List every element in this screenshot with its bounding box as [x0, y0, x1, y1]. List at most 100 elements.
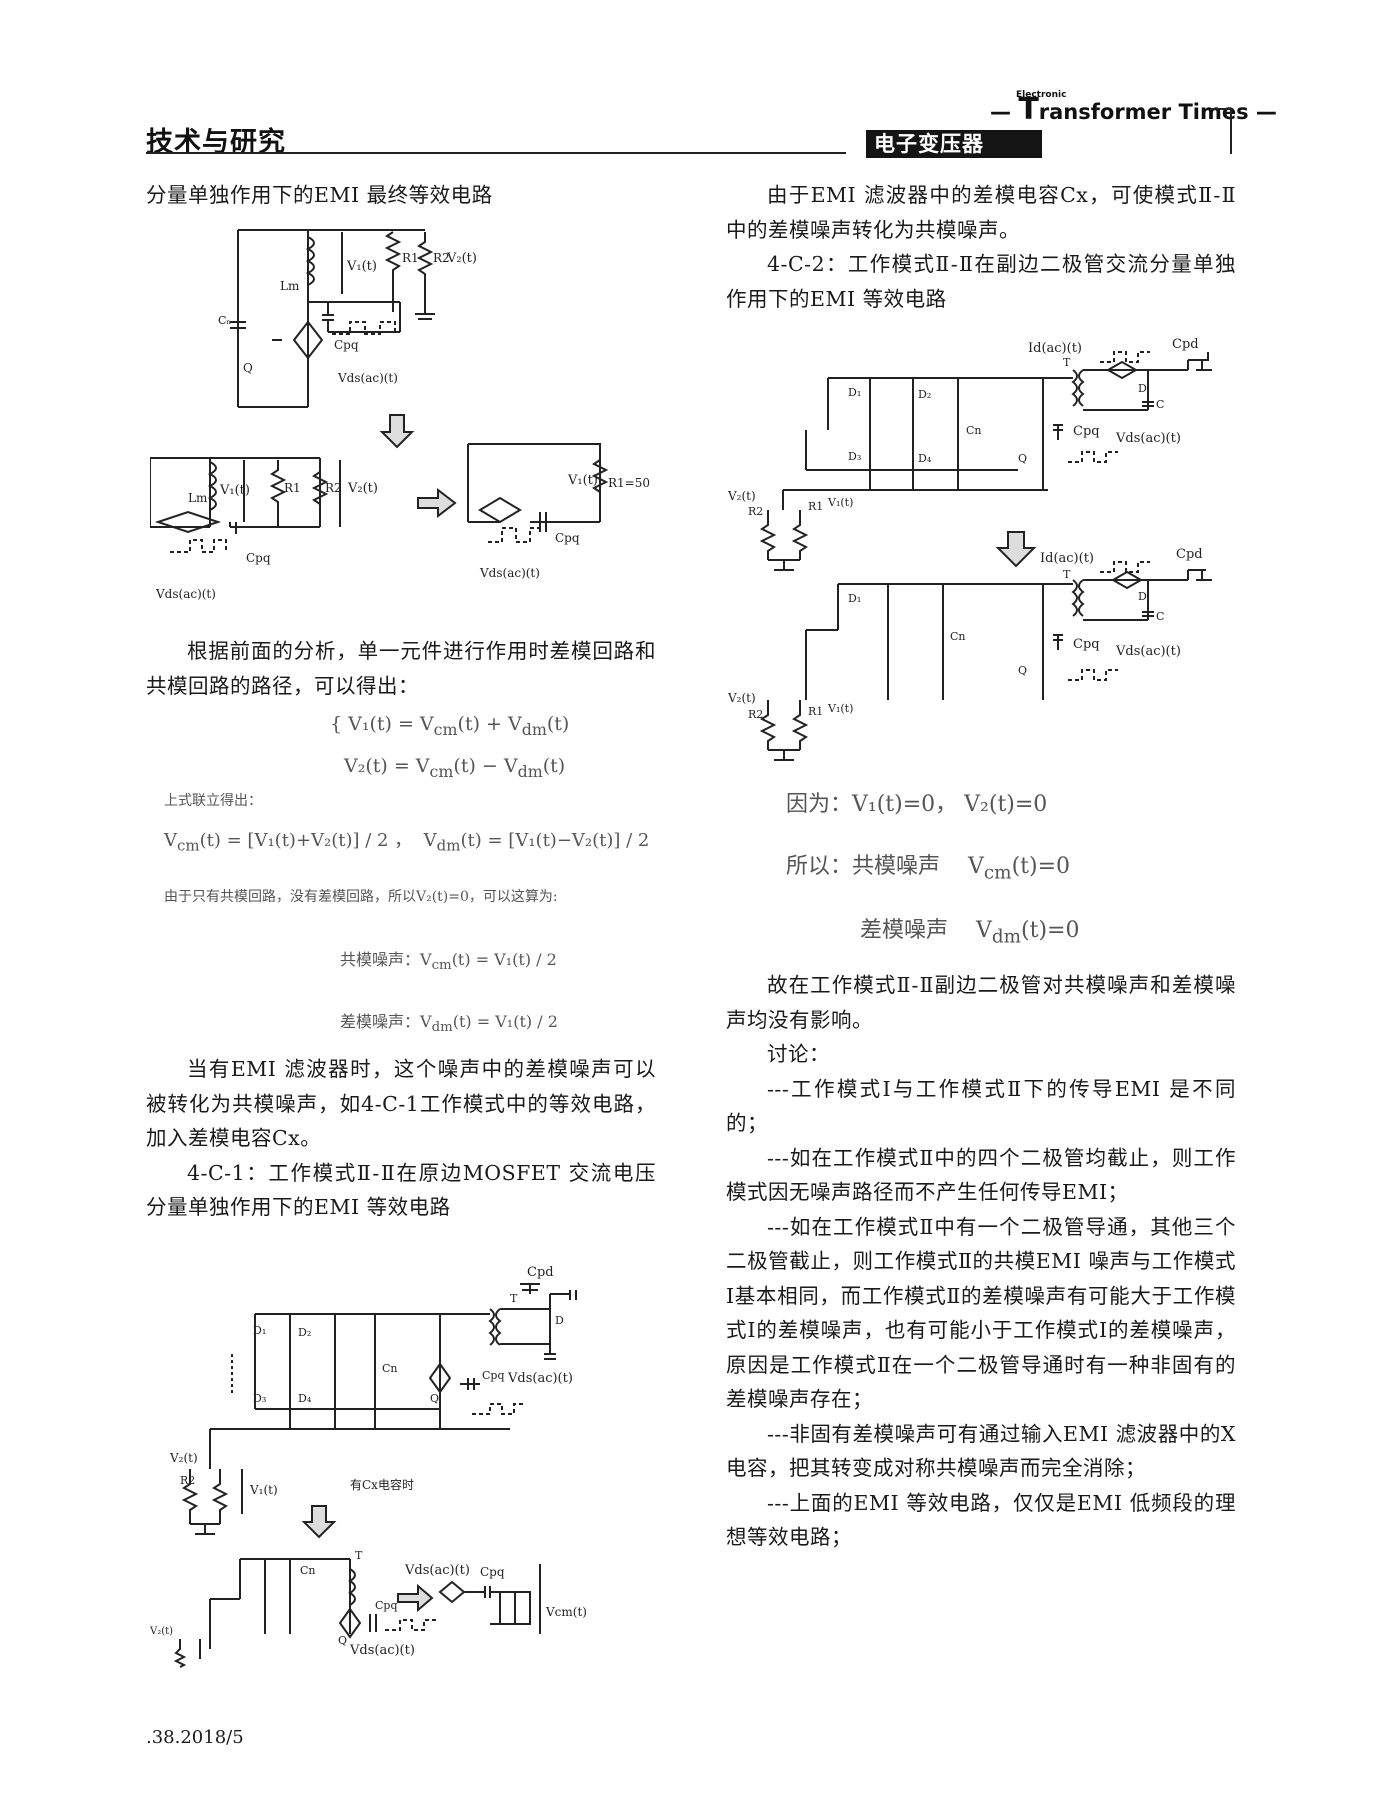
eq-so-label: 所以： [786, 854, 853, 879]
svg-text:D₄: D₄ [298, 1392, 312, 1405]
eq-so: 所以：共模噪声 Vcm(t)=0 [786, 854, 1070, 884]
equation-dm: 差模噪声：Vdm(t) = V₁(t) / 2 [340, 1012, 558, 1036]
svg-text:Vds(ac)(t): Vds(ac)(t) [1115, 644, 1181, 659]
magazine-title-cap: T [1018, 92, 1039, 127]
svg-text:Cpd: Cpd [527, 1265, 554, 1280]
right-para-2: 故在工作模式Ⅱ-Ⅱ副边二极管对共模噪声和差模噪声均没有影响。 讨论： ---工作… [726, 968, 1236, 1555]
svg-text:V₂(t): V₂(t) [347, 481, 378, 496]
svg-text:Vcm(t): Vcm(t) [545, 1605, 587, 1619]
svg-text:Lm: Lm [280, 279, 300, 293]
equation-system: { V₁(t) = Vcm(t) + Vdm(t) V₂(t) = Vcm(t)… [330, 706, 569, 790]
svg-text:D₂: D₂ [918, 388, 931, 401]
left-p4: 4-C-1：工作模式Ⅱ-Ⅱ在原边MOSFET 交流电压分量单独作用下的EMI 等… [146, 1160, 656, 1220]
svg-text:Cpq: Cpq [555, 531, 580, 545]
svg-text:R1: R1 [284, 481, 301, 495]
svg-text:Cpq: Cpq [1073, 637, 1100, 652]
svg-text:R1: R1 [808, 500, 823, 513]
svg-text:R2: R2 [180, 1474, 195, 1487]
eq-dm-noise-label: 差模噪声 [860, 918, 949, 943]
svg-text:D: D [555, 1314, 564, 1327]
svg-text:R2: R2 [325, 481, 342, 495]
svg-text:T: T [510, 1292, 518, 1305]
eq-because-label: 因为： [786, 792, 853, 817]
right-p3: 故在工作模式Ⅱ-Ⅱ副边二极管对共模噪声和差模噪声均没有影响。 [726, 973, 1236, 1032]
svg-text:V₁(t): V₁(t) [219, 483, 250, 498]
svg-text:Q: Q [1018, 664, 1027, 677]
right-p2: 4-C-2：工作模式Ⅱ-Ⅱ在副边二极管交流分量单独作用下的EMI 等效电路 [726, 252, 1236, 311]
magazine-title-rest: ransformer Times [1038, 100, 1249, 124]
eq-because: 因为：V₁(t)=0， V₂(t)=0 [786, 792, 1048, 817]
left-para-3: 当有EMI 滤波器时，这个噪声中的差模噪声可以被转化为共模噪声，如4-C-1工作… [146, 1052, 656, 1225]
left-p1: 分量单独作用下的EMI 最终等效电路 [146, 183, 493, 207]
svg-text:D₁: D₁ [253, 1324, 266, 1337]
svg-text:V₁(t): V₁(t) [827, 702, 853, 715]
svg-text:Cpq: Cpq [246, 551, 271, 565]
svg-text:V₂(t): V₂(t) [728, 489, 756, 503]
equation-v2: V₂(t) = Vcm(t) − Vdm(t) [344, 754, 566, 781]
right-p1: 由于EMI 滤波器中的差模电容Cx，可使模式Ⅱ-Ⅱ中的差模噪声转化为共模噪声。 [726, 183, 1236, 242]
svg-text:D₂: D₂ [298, 1326, 311, 1339]
svg-text:Vds(ac)(t): Vds(ac)(t) [507, 1371, 573, 1386]
svg-text:V₁(t): V₁(t) [567, 473, 598, 488]
svg-text:Vds(ac)(t): Vds(ac)(t) [1115, 431, 1181, 446]
equation-solved: Vcm(t) = [V₁(t)+V₂(t)] / 2 ， Vdm(t) = [V… [164, 830, 650, 855]
svg-text:T: T [355, 1549, 363, 1562]
svg-text:R2: R2 [433, 251, 450, 265]
eq-cm-label: 共模噪声： [340, 950, 421, 969]
svg-text:V₁(t): V₁(t) [249, 1483, 278, 1497]
svg-text:Vds(ac)(t): Vds(ac)(t) [155, 587, 216, 601]
magazine-title-cn: 电子变压器 [866, 130, 1042, 158]
svg-text:Vds(ac)(t): Vds(ac)(t) [479, 566, 540, 580]
svg-text:Cpd: Cpd [1172, 337, 1199, 352]
page-number: .38.2018/5 [146, 1727, 244, 1748]
svg-text:D₁: D₁ [848, 592, 861, 605]
svg-text:Id(ac)(t): Id(ac)(t) [1040, 551, 1094, 566]
svg-text:Lm: Lm [188, 491, 208, 505]
svg-text:Cpq: Cpq [334, 338, 359, 352]
svg-text:Vds(ac)(t): Vds(ac)(t) [349, 1643, 415, 1658]
svg-text:V₂(t): V₂(t) [169, 1451, 198, 1465]
right-p5: ---工作模式Ⅰ与工作模式Ⅱ下的传导EMI 是不同的； [726, 1076, 1236, 1136]
svg-text:D₃: D₃ [848, 450, 861, 463]
right-p7: ---如在工作模式Ⅱ中有一个二极管导通，其他三个二极管截止，则工作模式Ⅱ的共模E… [726, 1214, 1236, 1412]
svg-text:Cn: Cn [966, 424, 982, 437]
svg-text:R2: R2 [748, 708, 763, 721]
svg-text:R2: R2 [748, 505, 763, 518]
svg-text:T: T [1063, 356, 1071, 369]
header-bracket [1210, 108, 1232, 154]
eq-dm-label: 差模噪声： [340, 1012, 421, 1031]
right-p9: ---上面的EMI 等效电路，仅仅是EMI 低频段的理想等效电路； [726, 1490, 1236, 1550]
svg-text:V₁(t): V₁(t) [346, 259, 377, 274]
svg-text:D₄: D₄ [918, 452, 932, 465]
svg-text:Q: Q [243, 361, 253, 375]
circuit-figure-1: Lm V₁(t) R1 R2 V₂(t) Cₙ Cpq Q Vds(ac)(t)… [150, 229, 650, 601]
svg-text:Cpq: Cpq [482, 1369, 505, 1382]
left-p3: 当有EMI 滤波器时，这个噪声中的差模噪声可以被转化为共模噪声，如4-C-1工作… [146, 1057, 656, 1150]
svg-text:Cn: Cn [300, 1564, 316, 1577]
svg-text:Cpq: Cpq [1073, 424, 1100, 439]
svg-text:Q: Q [338, 1634, 347, 1647]
svg-text:Cn: Cn [382, 1362, 398, 1375]
svg-text:R1: R1 [808, 705, 823, 718]
svg-text:Q: Q [1018, 452, 1027, 465]
equation-v1: { V₁(t) = Vcm(t) + Vdm(t) [330, 713, 570, 739]
svg-text:D₁: D₁ [848, 386, 861, 399]
equation-cm: 共模噪声：Vcm(t) = V₁(t) / 2 [340, 950, 557, 974]
right-para-1: 由于EMI 滤波器中的差模电容Cx，可使模式Ⅱ-Ⅱ中的差模噪声转化为共模噪声。 … [726, 178, 1236, 316]
right-p6: ---如在工作模式Ⅱ中的四个二极管均截止，则工作模式因无噪声路径而不产生任何传导… [726, 1145, 1236, 1205]
svg-text:V₂(t): V₂(t) [150, 1626, 173, 1637]
svg-text:Q: Q [430, 1392, 439, 1405]
magazine-title-small: Electronic [1016, 90, 1067, 100]
svg-text:V₂(t): V₂(t) [446, 251, 477, 266]
eq-note-1: 上式联立得出： [164, 793, 262, 809]
svg-text:D: D [1138, 382, 1147, 395]
svg-text:D₃: D₃ [253, 1392, 266, 1405]
svg-text:Vds(ac)(t): Vds(ac)(t) [404, 1563, 470, 1578]
svg-text:Id(ac)(t): Id(ac)(t) [1028, 341, 1082, 356]
fig-note-cx: 有Cx电容时 [350, 1477, 414, 1492]
eq-dm: 差模噪声 Vdm(t)=0 [860, 918, 1080, 948]
header-rule [146, 152, 846, 154]
eq-note-2: 由于只有共模回路，没有差模回路，所以V₂(t)=0，可以这算为: [164, 889, 558, 905]
svg-text:V₁(t): V₁(t) [827, 496, 853, 509]
